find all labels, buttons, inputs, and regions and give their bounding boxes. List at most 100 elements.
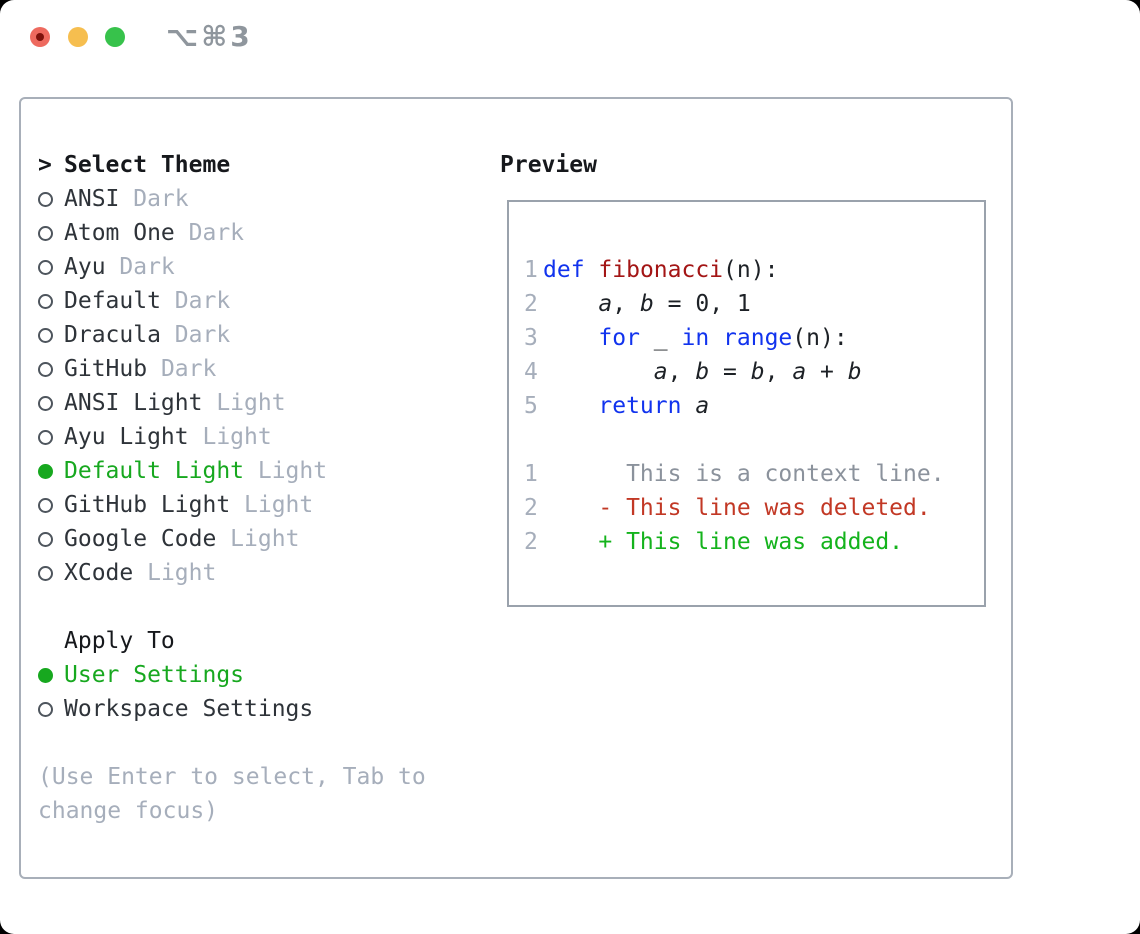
code-token: = 0, 1 — [653, 291, 751, 317]
zoom-button[interactable] — [105, 27, 125, 47]
apply-option-label: Workspace Settings — [64, 696, 314, 722]
radio-icon — [38, 565, 53, 581]
code-token — [543, 291, 598, 317]
code-token: - This line was deleted. — [543, 495, 931, 521]
radio-icon — [38, 429, 53, 445]
line-number: 1 — [524, 461, 538, 487]
code-token: , — [612, 291, 640, 317]
code-token: + This line was added. — [543, 529, 904, 555]
code-token: a — [792, 359, 807, 385]
radio-icon — [38, 463, 53, 479]
code-token: = — [709, 359, 751, 385]
line-number: 3 — [524, 325, 538, 351]
close-button[interactable] — [30, 27, 50, 47]
unsaved-dot-icon — [36, 33, 44, 41]
line-number: 2 — [524, 495, 538, 521]
code-token — [709, 325, 723, 351]
theme-option-tag: Light — [230, 492, 314, 518]
theme-option-dracula[interactable]: Dracula Dark — [38, 318, 488, 352]
theme-option-ayu-light[interactable]: Ayu Light Light — [38, 420, 488, 454]
code-token: def — [543, 257, 585, 283]
line-number: 2 — [524, 529, 538, 555]
radio-icon — [38, 191, 53, 207]
diff-context-line: 1 This is a context line. — [524, 457, 984, 491]
blank-line — [524, 423, 984, 457]
line-number: 4 — [524, 359, 538, 385]
code-line: 5 return a — [524, 389, 984, 423]
apply-option-label: User Settings — [64, 662, 245, 688]
theme-option-default[interactable]: Default Dark — [38, 284, 488, 318]
radio-icon — [38, 225, 53, 241]
help-text: (Use Enter to select, Tab to change focu… — [38, 764, 426, 824]
window-titlebar: ⌥⌘3 — [0, 0, 1140, 76]
code-token: + — [806, 359, 848, 385]
theme-section-title: Select Theme — [64, 152, 231, 178]
apply-section-title: Apply To — [64, 628, 175, 654]
theme-option-name: Google Code — [64, 526, 217, 552]
theme-option-atom-one[interactable]: Atom One Dark — [38, 216, 488, 250]
code-line: 3 for _ in range(n): — [524, 321, 984, 355]
theme-option-name: XCode — [64, 560, 134, 586]
theme-option-name: Atom One — [64, 220, 175, 246]
theme-option-tag: Light — [202, 390, 286, 416]
apply-section-header: Apply To — [38, 624, 488, 658]
theme-option-name: GitHub Light — [64, 492, 231, 518]
radio-icon — [38, 327, 53, 343]
code-token: for — [598, 325, 640, 351]
theme-option-tag: Dark — [160, 322, 231, 348]
focus-caret-icon: > — [38, 152, 52, 178]
line-number: 1 — [524, 257, 538, 283]
line-number: 2 — [524, 291, 538, 317]
radio-icon — [38, 395, 53, 411]
theme-option-tag: Dark — [147, 356, 217, 382]
theme-option-github[interactable]: GitHub Dark — [38, 352, 488, 386]
theme-option-tag: Dark — [119, 186, 189, 212]
theme-option-tag: Dark — [160, 288, 231, 314]
diff-added-line: 2 + This line was added. — [524, 525, 984, 559]
theme-option-tag: Dark — [174, 220, 245, 246]
line-number: 5 — [524, 393, 538, 419]
theme-option-default-light[interactable]: Default Light Light — [38, 454, 488, 488]
radio-icon — [38, 293, 53, 309]
radio-icon — [38, 667, 53, 683]
code-token: b — [639, 291, 654, 317]
theme-option-tag: Light — [244, 458, 328, 484]
theme-option-name: ANSI Light — [64, 390, 203, 416]
theme-option-github-light[interactable]: GitHub Light Light — [38, 488, 488, 522]
radio-icon — [38, 497, 53, 513]
code-token — [543, 325, 598, 351]
theme-option-ayu[interactable]: Ayu Dark — [38, 250, 488, 284]
radio-icon — [38, 361, 53, 377]
theme-option-name: ANSI — [64, 186, 120, 212]
radio-icon — [38, 701, 53, 717]
code-token: b — [750, 359, 765, 385]
code-token: (n): — [723, 257, 779, 283]
radio-icon — [38, 531, 53, 547]
preview-heading: Preview — [500, 152, 597, 178]
theme-option-ansi[interactable]: ANSI Dark — [38, 182, 488, 216]
theme-option-google-code[interactable]: Google Code Light — [38, 522, 488, 556]
code-line: 4 a, b = b, a + b — [524, 355, 984, 389]
apply-option-user-settings[interactable]: User Settings — [38, 658, 488, 692]
window-title-shortcut: ⌥⌘3 — [166, 20, 253, 53]
apply-option-workspace-settings[interactable]: Workspace Settings — [38, 692, 488, 726]
code-token: a — [653, 359, 668, 385]
code-token: , — [764, 359, 793, 385]
radio-icon — [38, 259, 53, 275]
spacer-row — [38, 726, 488, 760]
theme-option-xcode[interactable]: XCode Light — [38, 556, 488, 590]
code-token: return — [598, 393, 682, 419]
theme-option-name: Ayu — [64, 254, 106, 280]
code-token — [543, 393, 598, 419]
minimize-button[interactable] — [68, 27, 88, 47]
theme-option-name: Ayu Light — [64, 424, 189, 450]
theme-option-name: Default — [64, 288, 161, 314]
theme-option-ansi-light[interactable]: ANSI Light Light — [38, 386, 488, 420]
